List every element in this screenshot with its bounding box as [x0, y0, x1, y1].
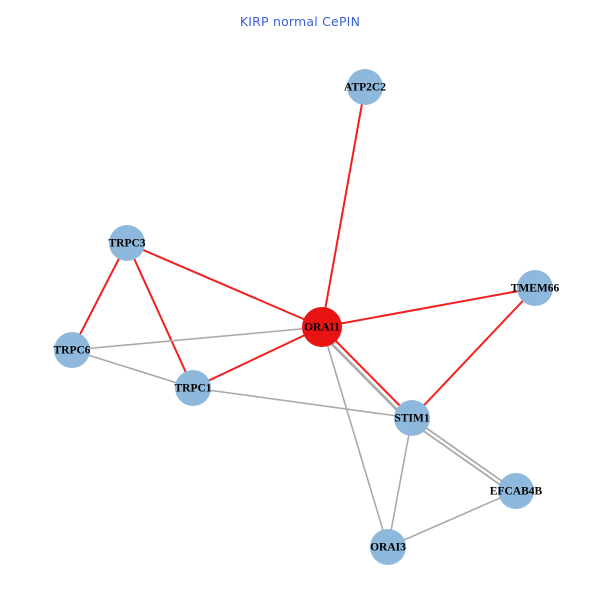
- edge-trpc1-stim1: [192, 387, 413, 419]
- node-label-efcab4b: EFCAB4B: [490, 486, 543, 498]
- node-trpc1[interactable]: TRPC1: [174, 370, 212, 406]
- edge-stim1-orai3: [387, 417, 413, 548]
- node-stim1[interactable]: STIM1: [394, 400, 430, 436]
- node-orai3[interactable]: ORAI3: [370, 529, 406, 565]
- edge-trpc6-orai1: [71, 326, 323, 351]
- node-label-stim1: STIM1: [394, 413, 429, 425]
- edge-tmem66-stim1: [411, 287, 536, 419]
- node-circle-trpc3[interactable]: [109, 225, 145, 261]
- edge-orai3-efcab4b: [387, 490, 517, 548]
- node-atp2c2[interactable]: ATP2C2: [344, 69, 386, 105]
- edge-stim1-efcab4b: [411, 417, 517, 492]
- edge-trpc3-orai1: [126, 242, 323, 328]
- node-label-trpc3: TRPC3: [108, 238, 145, 250]
- node-label-trpc6: TRPC6: [53, 345, 90, 357]
- node-circle-orai3[interactable]: [370, 529, 406, 565]
- edge-trpc1-orai1: [192, 326, 323, 389]
- node-trpc6[interactable]: TRPC6: [53, 332, 91, 368]
- node-label-atp2c2: ATP2C2: [344, 82, 386, 94]
- edge-trpc6-trpc1: [71, 349, 194, 389]
- edge-orai1-stim1: [321, 326, 413, 419]
- node-tmem66[interactable]: TMEM66: [511, 270, 560, 306]
- node-trpc3[interactable]: TRPC3: [108, 225, 146, 261]
- node-efcab4b[interactable]: EFCAB4B: [490, 473, 543, 509]
- node-label-orai3: ORAI3: [370, 542, 406, 554]
- node-circle-atp2c2[interactable]: [347, 69, 383, 105]
- page-title: KIRP normal CePIN: [239, 14, 361, 29]
- edge-orai1-atp2c2: [321, 86, 366, 328]
- node-circle-stim1[interactable]: [394, 400, 430, 436]
- edge-orai1-orai3: [321, 326, 389, 548]
- node-layer: ATP2C2TRPC3TMEM66ORAI1TRPC6TRPC1STIM1EFC…: [53, 69, 560, 565]
- node-circle-efcab4b[interactable]: [498, 473, 534, 509]
- node-label-tmem66: TMEM66: [511, 283, 560, 295]
- edge-layer: [71, 86, 536, 548]
- node-label-orai1: ORAI1: [304, 322, 340, 334]
- node-label-trpc1: TRPC1: [174, 383, 211, 395]
- edge-trpc3-trpc1: [126, 242, 194, 389]
- node-circle-trpc6[interactable]: [54, 332, 90, 368]
- node-circle-orai1[interactable]: [302, 307, 342, 347]
- edge-trpc3-trpc6: [71, 242, 128, 351]
- edge-orai1-stim1: [317, 329, 410, 423]
- node-circle-tmem66[interactable]: [517, 270, 553, 306]
- node-orai1[interactable]: ORAI1: [302, 307, 342, 347]
- edge-stim1-efcab4b: [409, 420, 515, 496]
- node-circle-trpc1[interactable]: [175, 370, 211, 406]
- edge-orai1-tmem66: [321, 287, 536, 328]
